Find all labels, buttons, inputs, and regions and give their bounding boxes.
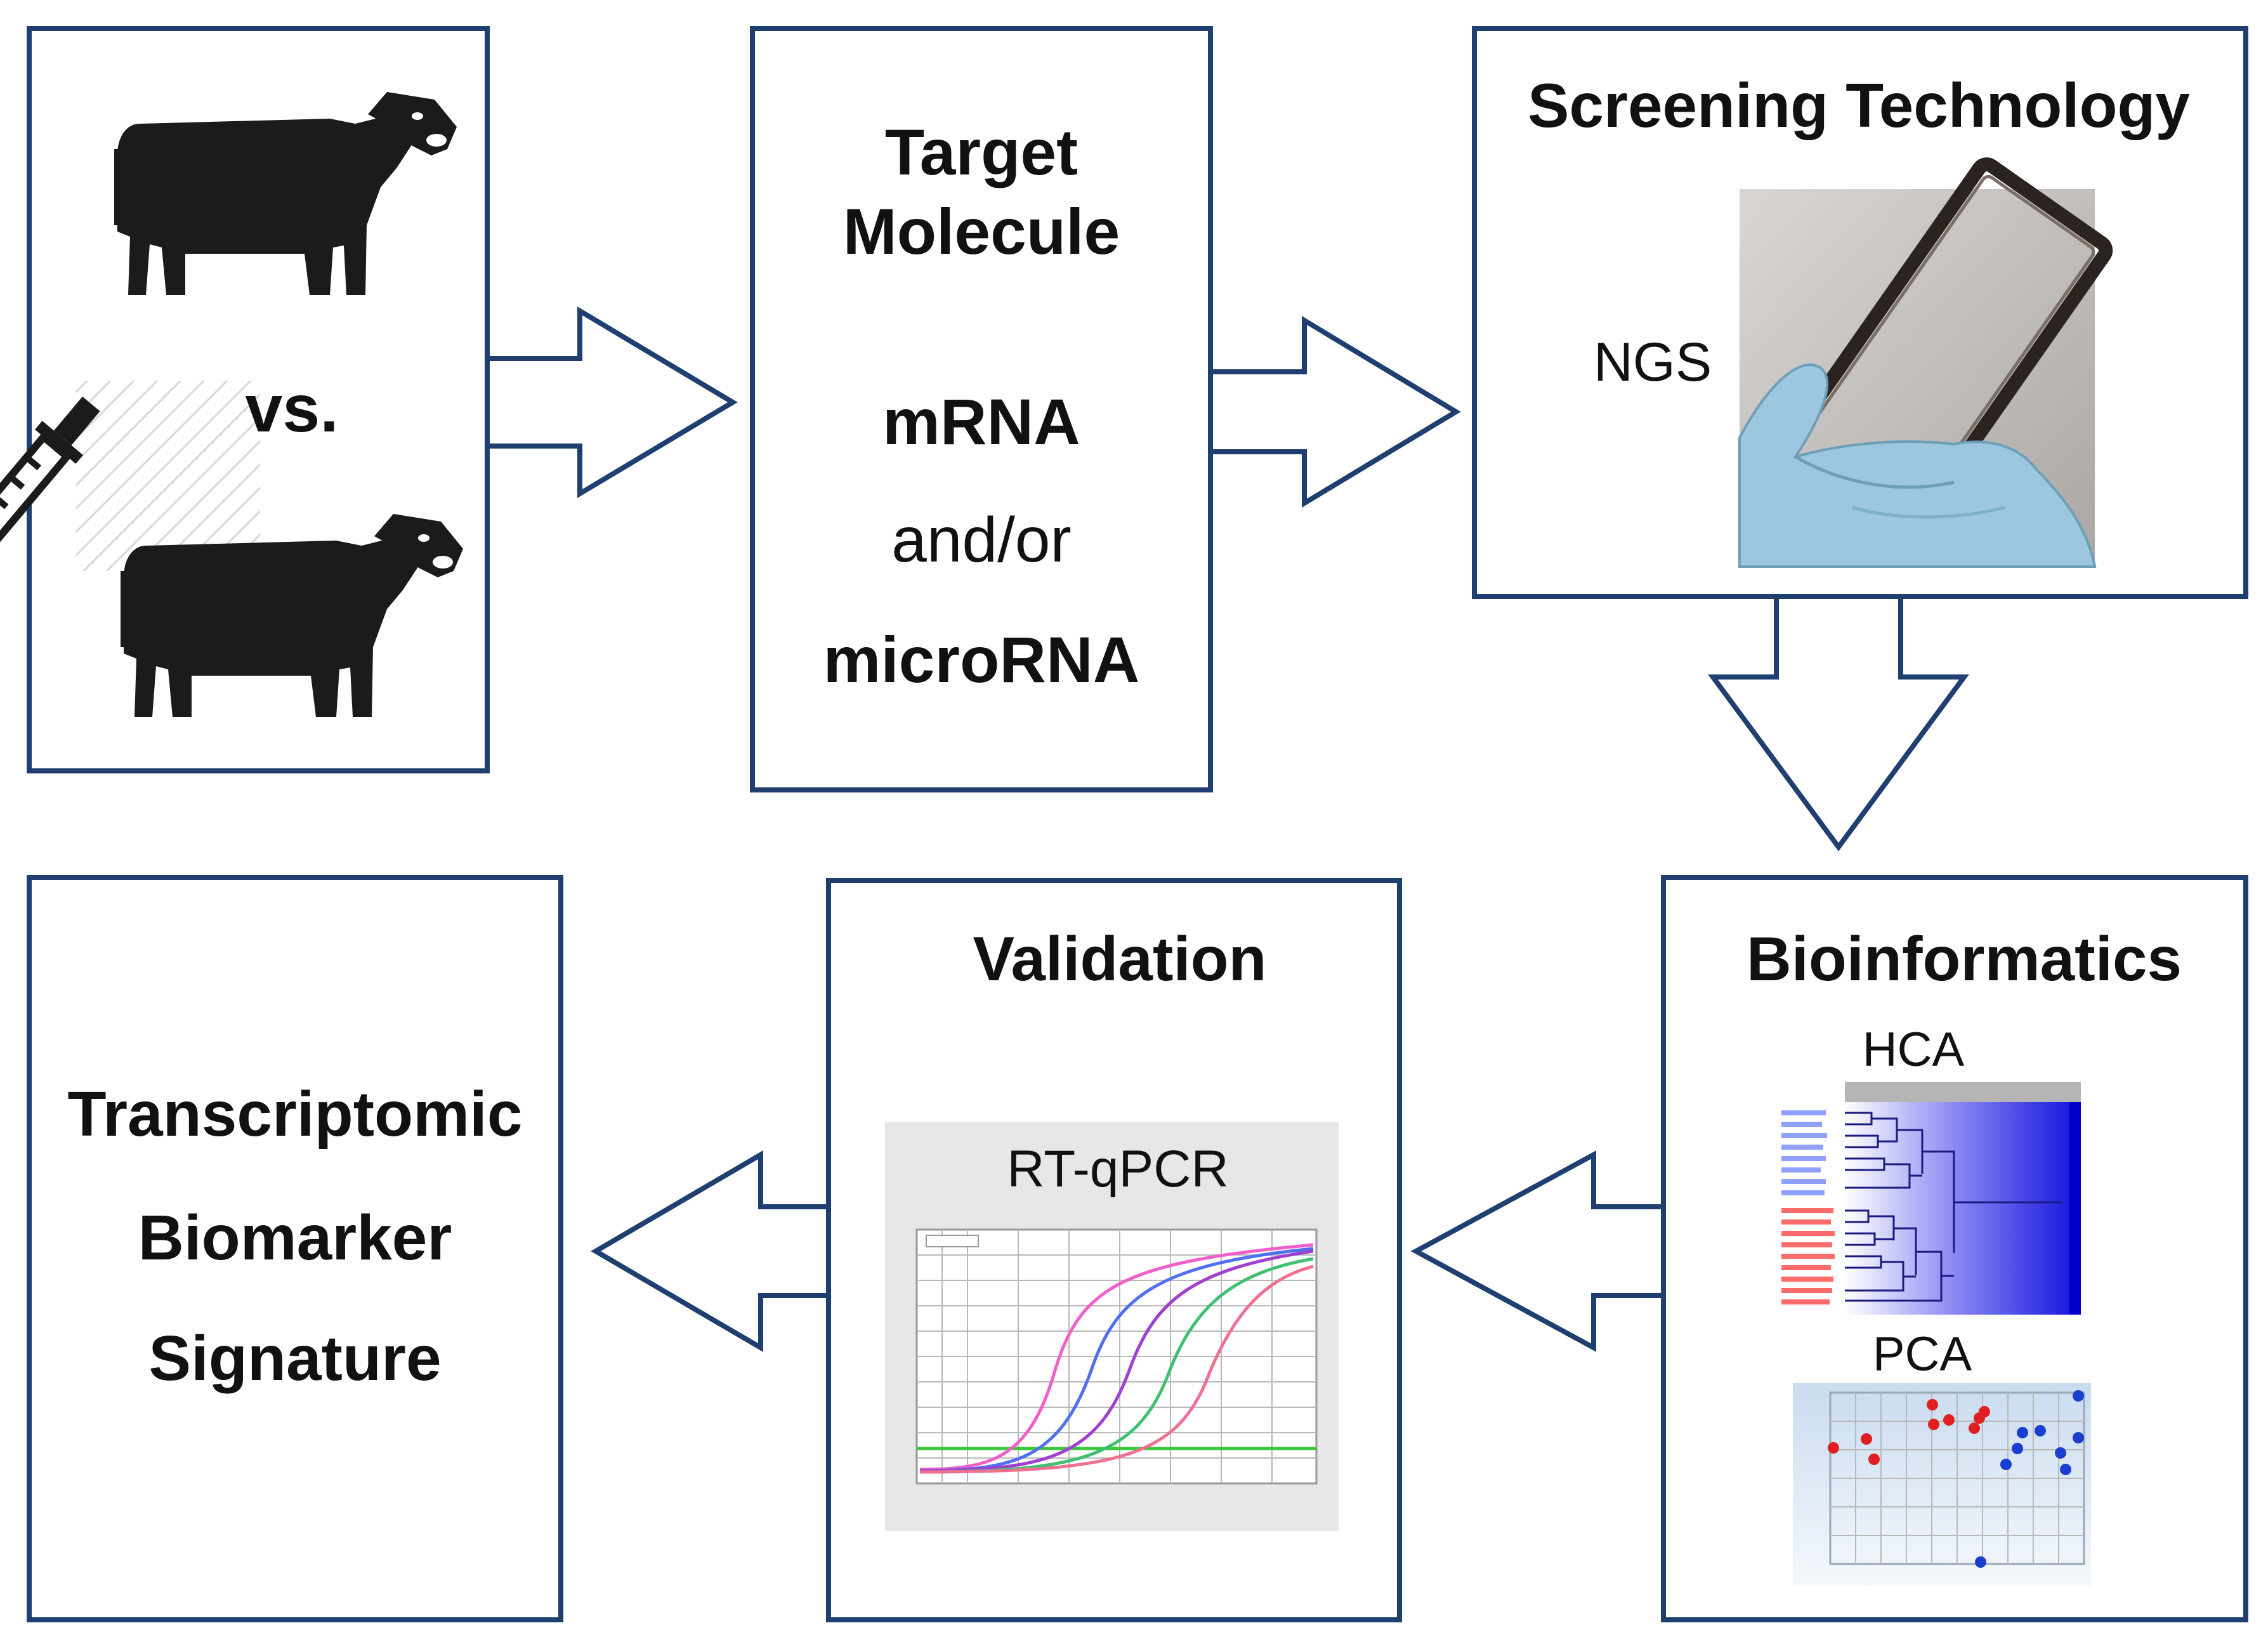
cow-icon xyxy=(114,92,457,295)
cow-icon xyxy=(121,514,463,717)
arrow-validation-to-signature xyxy=(591,1150,833,1352)
glove-icon xyxy=(1738,364,2097,568)
hca-label: HCA xyxy=(1863,1023,1965,1077)
signature-line1: Transcriptomic xyxy=(68,1079,523,1150)
target-title-line2: Molecule xyxy=(843,195,1120,268)
pca-label: PCA xyxy=(1873,1327,1972,1381)
and-or-label: and/or xyxy=(891,504,1072,575)
signature-line2: Biomarker xyxy=(138,1202,452,1273)
pca-scatter xyxy=(1793,1383,2091,1586)
signature-line3: Signature xyxy=(148,1323,441,1394)
hca-heatmap xyxy=(1781,1082,2081,1315)
ngs-label: NGS xyxy=(1594,332,1712,393)
signature-box xyxy=(27,875,563,1622)
mrna-label: mRNA xyxy=(882,386,1080,458)
validation-title: Validation xyxy=(973,924,1267,994)
arrow-animals-to-target xyxy=(482,306,738,499)
target-molecule-box xyxy=(750,26,1213,792)
rt-qpcr-label: RT-qPCR xyxy=(1007,1140,1228,1198)
hatch-pattern xyxy=(76,381,260,571)
arrow-bioinformatics-to-validation xyxy=(1410,1150,1666,1352)
vs-label: vs. xyxy=(245,371,338,446)
rt-qpcr-plot: RT-qPCR xyxy=(885,1122,1339,1531)
arrow-target-to-screening xyxy=(1207,315,1461,508)
arrow-screening-to-bioinformatics xyxy=(1708,590,1969,851)
flow-cell-photo xyxy=(1738,157,2113,568)
target-title-line1: Target xyxy=(885,116,1078,188)
bioinformatics-title: Bioinformatics xyxy=(1747,924,2182,994)
syringe-icon xyxy=(0,397,100,560)
screening-title: Screening Technology xyxy=(1528,70,2190,140)
microrna-label: microRNA xyxy=(823,624,1140,696)
